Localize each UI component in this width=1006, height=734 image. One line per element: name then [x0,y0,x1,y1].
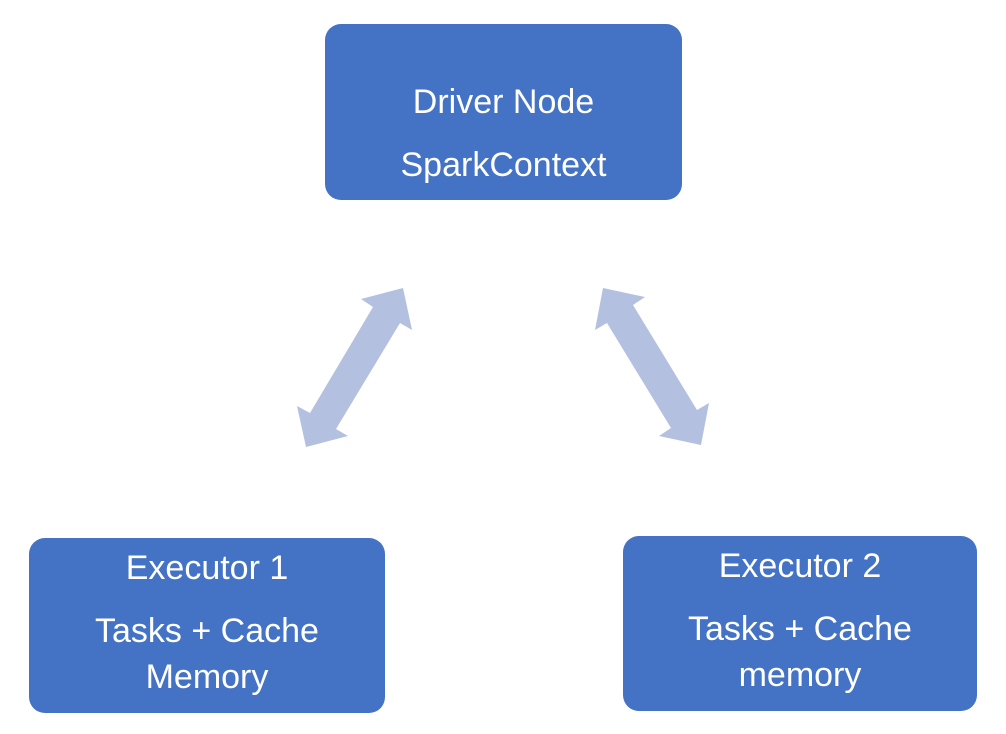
driver-node-title: Driver Node [412,83,595,121]
executor-2-line2: Tasks + Cache [688,610,912,648]
executor-2-line3: memory [738,656,862,694]
driver-node-box: Driver Node SparkContext [325,24,682,200]
executor-1-title: Executor 1 [125,549,289,587]
executor-1-line2: Tasks + Cache [95,612,319,650]
executor-1-line3: Memory [145,658,269,696]
driver-node-subtitle: SparkContext [400,146,607,184]
executor-1-box: Executor 1 Tasks + Cache Memory [29,538,385,713]
executor-2-title: Executor 2 [718,547,882,585]
executor-2-box: Executor 2 Tasks + Cache memory [623,536,977,711]
driver-executor1-double-arrow [297,288,412,447]
driver-executor2-double-arrow [595,288,709,445]
